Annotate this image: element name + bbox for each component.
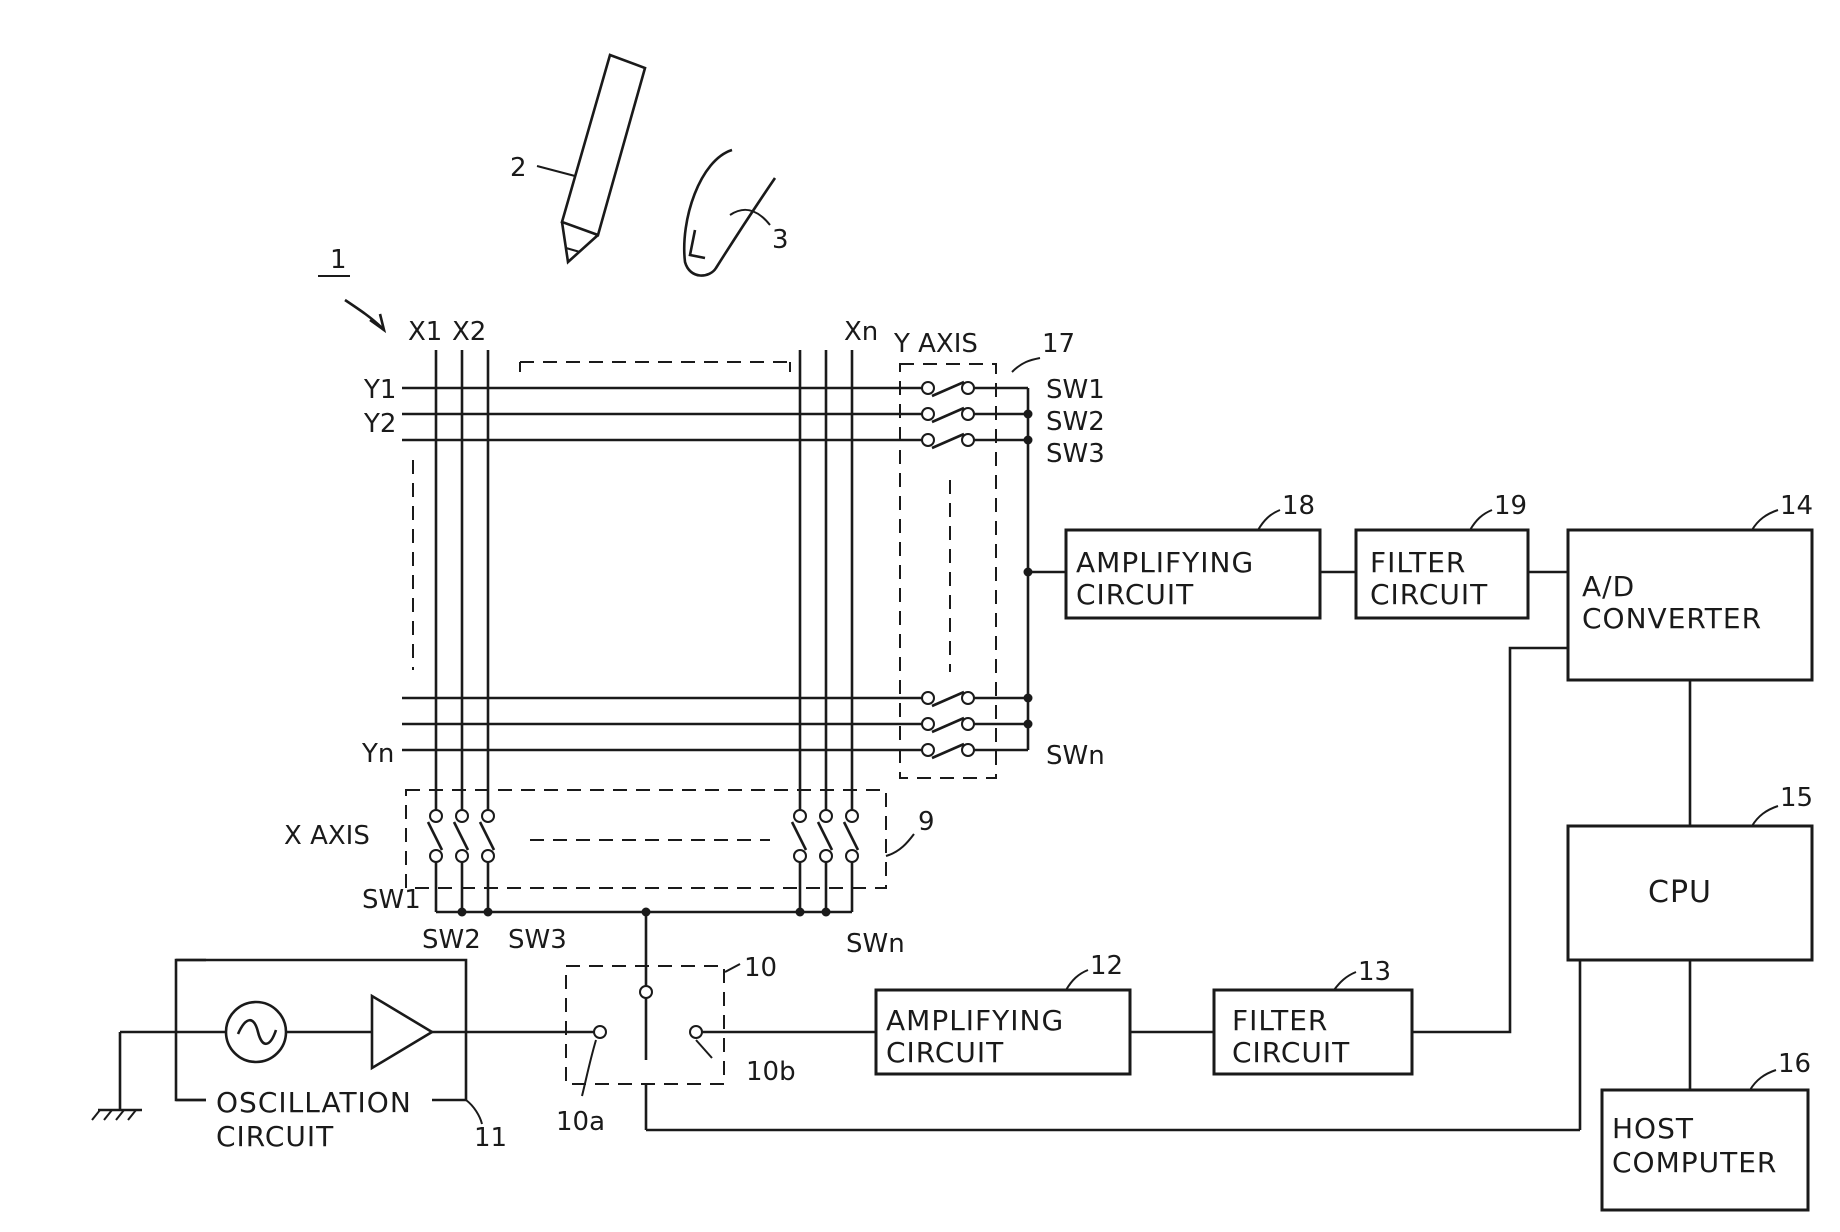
y-sw1-label: SW1 — [1046, 375, 1105, 405]
y1-label: Y1 — [363, 375, 396, 405]
osc-ref: 11 — [474, 1123, 507, 1153]
filter19-ref: 19 — [1494, 491, 1527, 521]
x-sw2-label: SW2 — [422, 925, 481, 955]
y-sw3-label: SW3 — [1046, 439, 1105, 469]
filter13-line1: FILTER — [1232, 1004, 1328, 1037]
adc-line1: A/D — [1582, 570, 1635, 603]
y-swn-label: SWn — [1046, 741, 1105, 771]
osc-line1: OSCILLATION — [216, 1086, 412, 1119]
y-axis-label: Y AXIS — [893, 329, 978, 359]
x-switch-ref: 9 — [918, 807, 935, 837]
amplifier-icon — [372, 996, 432, 1068]
amp12-line1: AMPLIFYING — [886, 1004, 1064, 1037]
y-switch-group — [900, 364, 996, 778]
x-axis-label: X AXIS — [284, 821, 370, 851]
amp18-line1: AMPLIFYING — [1076, 546, 1254, 579]
amp12-ref: 12 — [1090, 951, 1123, 981]
cpu-label: CPU — [1648, 875, 1712, 910]
ac-source-icon — [226, 1002, 286, 1062]
amp12-line2: CIRCUIT — [886, 1036, 1004, 1069]
switch-10b-label: 10b — [746, 1057, 796, 1087]
adc-line2: CONVERTER — [1582, 602, 1762, 635]
x-sw3-label: SW3 — [508, 925, 567, 955]
x-switches — [428, 810, 858, 917]
cpu-ref: 15 — [1780, 783, 1813, 813]
x-sw1-label: SW1 — [362, 885, 421, 915]
switch-10a-label: 10a — [556, 1107, 605, 1137]
filter13-line2: CIRCUIT — [1232, 1036, 1350, 1069]
finger-icon — [684, 150, 775, 276]
host-ref: 16 — [1778, 1049, 1811, 1079]
filter19-line2: CIRCUIT — [1370, 578, 1488, 611]
x1-label: X1 — [408, 317, 442, 347]
filter19-line1: FILTER — [1370, 546, 1466, 579]
y2-label: Y2 — [363, 409, 396, 439]
finger-ref: 3 — [772, 225, 789, 255]
panel-ref: 1 — [330, 245, 347, 275]
switch-ref: 10 — [744, 953, 777, 983]
pen-icon — [562, 55, 645, 262]
osc-line2: CIRCUIT — [216, 1120, 334, 1153]
x2-label: X2 — [452, 317, 486, 347]
y-sw2-label: SW2 — [1046, 407, 1105, 437]
y-switches — [922, 382, 1033, 758]
yn-label: Yn — [361, 739, 394, 769]
amp18-line2: CIRCUIT — [1076, 578, 1194, 611]
filter13-ref: 13 — [1358, 957, 1391, 987]
electrode-grid — [402, 350, 922, 810]
y-switch-ref: 17 — [1042, 329, 1075, 359]
host-line1: HOST — [1612, 1112, 1694, 1145]
xn-label: Xn — [844, 317, 878, 347]
pen-ref: 2 — [510, 153, 527, 183]
host-line2: COMPUTER — [1612, 1146, 1777, 1179]
x-swn-label: SWn — [846, 929, 905, 959]
amp18-ref: 18 — [1282, 491, 1315, 521]
adc-ref: 14 — [1780, 491, 1813, 521]
